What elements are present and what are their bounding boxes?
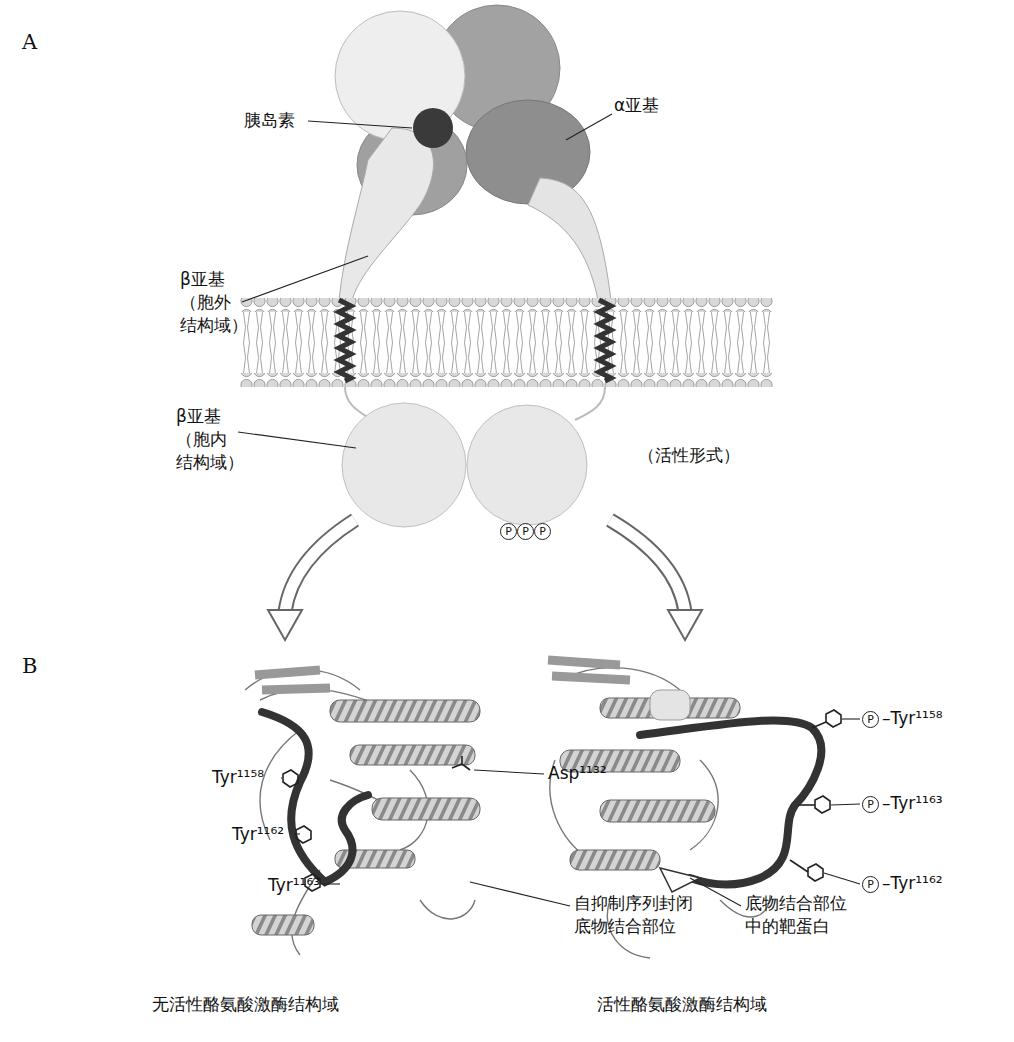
residue-label: –Tyr¹¹⁵⁸ — [882, 707, 943, 730]
panel-letter: B — [22, 652, 37, 680]
residue-label: Tyr¹¹⁶³ — [268, 874, 320, 897]
panel-letter: A — [22, 28, 37, 56]
callout-note: 底物结合部位 中的靶蛋白 — [745, 892, 847, 938]
part-label: β亚基（胞外 结构域） — [180, 268, 248, 337]
state-label: （活性形式） — [638, 444, 740, 467]
residue-label: –Tyr¹¹⁶² — [882, 872, 943, 895]
part-label: β亚基（胞内 结构域） — [176, 405, 244, 474]
residue-label: Tyr¹¹⁶² — [232, 823, 284, 846]
residue-label: Asp¹¹³² — [548, 762, 607, 785]
phosphate-circle: P — [534, 523, 551, 540]
phosphate-circle: P — [862, 876, 879, 893]
panel-caption: 活性酪氨酸激酶结构域 — [597, 993, 767, 1016]
phosphate-circle: P — [500, 523, 517, 540]
panel-caption: 无活性酪氨酸激酶结构域 — [152, 993, 339, 1016]
phosphate-circle: P — [517, 523, 534, 540]
phosphate-mark: P — [505, 526, 512, 537]
phosphate-mark: P — [867, 879, 874, 890]
phosphate-circle: P — [862, 711, 879, 728]
phosphate-circle: P — [862, 796, 879, 813]
phosphate-mark: P — [522, 526, 529, 537]
residue-label: –Tyr¹¹⁶³ — [882, 792, 943, 815]
phosphate-mark: P — [867, 799, 874, 810]
part-label: α亚基 — [614, 94, 659, 117]
phosphate-mark: P — [539, 526, 546, 537]
residue-label: Tyr¹¹⁵⁸ — [212, 766, 264, 789]
phosphate-mark: P — [867, 714, 874, 725]
callout-note: 自抑制序列封闭 底物结合部位 — [574, 892, 693, 938]
part-label: 胰岛素 — [244, 109, 295, 132]
